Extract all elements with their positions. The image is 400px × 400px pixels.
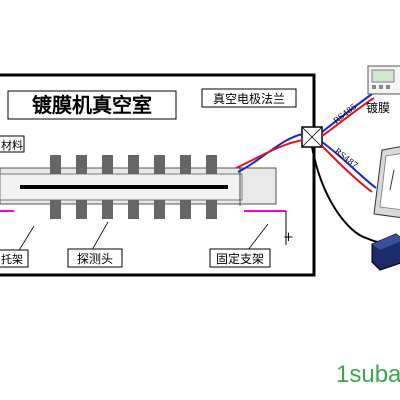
probe-label: 探测头 <box>77 252 113 266</box>
probe-heads <box>50 155 217 219</box>
rs487-label: RS487 <box>333 146 360 170</box>
probe-block-bottom <box>206 200 217 219</box>
probe-block-bottom <box>76 200 87 219</box>
touch-monitor <box>373 146 400 218</box>
probe-block-top <box>102 155 113 174</box>
probe-block-top <box>206 155 217 174</box>
probe-block-bottom <box>50 200 61 219</box>
fixed-bracket-leader <box>247 223 269 251</box>
blue-cable-out <box>321 93 373 133</box>
flange-label: 真空电极法兰 <box>213 92 285 106</box>
flange-label-box <box>201 88 297 108</box>
red-cable <box>235 139 304 169</box>
red-cable-monitor <box>321 145 373 193</box>
controller-button <box>386 85 390 89</box>
coater-controller <box>367 65 400 95</box>
probe-block-bottom <box>128 200 139 219</box>
blue-cable <box>237 133 304 173</box>
bracket-label-box <box>0 249 29 268</box>
probe-block-top <box>154 155 165 174</box>
probe-block-bottom <box>102 200 113 219</box>
probe-leader <box>91 221 109 251</box>
red-cable-out <box>321 97 375 137</box>
probe-block-top <box>180 155 191 174</box>
title-box <box>7 90 177 120</box>
controller-box-top <box>372 234 400 250</box>
controller-box <box>371 233 400 271</box>
material-label-box <box>0 135 25 153</box>
probe-block-bottom <box>154 200 165 219</box>
plus-sign: + <box>283 230 294 245</box>
probe-block-top <box>50 155 61 174</box>
probe-block-bottom <box>180 200 191 219</box>
watermark: 1suba <box>336 361 400 388</box>
chamber-title: 镀膜机真空室 <box>32 93 152 117</box>
fixed-bracket-label: 固定支架 <box>216 251 264 266</box>
coater-label: 镀膜 <box>366 101 390 115</box>
bracket-label: 托架 <box>1 252 23 266</box>
probe-label-box <box>67 248 123 268</box>
controller-button <box>379 85 383 89</box>
probe-block-top <box>128 155 139 174</box>
monitor-screen <box>379 153 400 210</box>
rs485-label: RS485 <box>332 102 359 126</box>
controller-screen <box>371 69 395 83</box>
material-label: 材料 <box>1 138 23 152</box>
vacuum-chamber <box>0 73 316 277</box>
bracket-leader <box>17 225 35 253</box>
flange-cross <box>301 126 323 148</box>
monitor-glyph <box>389 169 395 191</box>
blue-cable-monitor <box>321 141 377 189</box>
probe-block-top <box>76 155 87 174</box>
fixed-bracket-label-box <box>209 248 271 268</box>
controller-button <box>372 85 376 89</box>
